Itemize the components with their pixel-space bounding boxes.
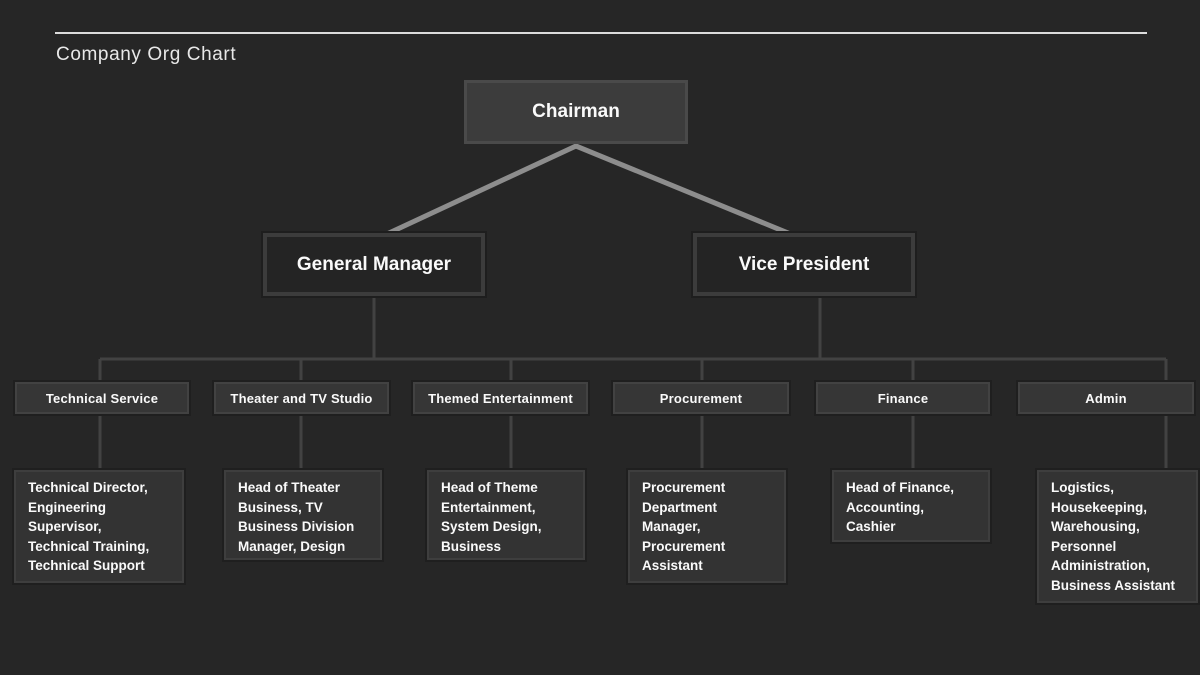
org-node-vice-president: Vice President <box>693 233 915 296</box>
org-node-technical-service: Technical Service <box>15 382 189 414</box>
connector-leaf-drops <box>98 414 1168 472</box>
org-node-label: General Manager <box>296 253 452 275</box>
connector-manager-drops <box>372 296 822 360</box>
org-roles-text: Head of Theme Entertainment, System Desi… <box>441 480 542 554</box>
org-node-label: Vice President <box>738 253 870 275</box>
org-roles-admin: Logistics, Housekeeping, Warehousing, Pe… <box>1037 470 1198 603</box>
org-node-theater-tv-studio: Theater and TV Studio <box>214 382 389 414</box>
org-node-label: Technical Service <box>45 390 159 406</box>
org-roles-finance: Head of Finance, Accounting, Cashier <box>832 470 990 542</box>
org-roles-text: Technical Director, Engineering Supervis… <box>28 480 150 573</box>
org-roles-theater-tv-studio: Head of Theater Business, TV Business Di… <box>224 470 382 560</box>
org-roles-text: Head of Finance, Accounting, Cashier <box>846 480 955 534</box>
org-node-label: Themed Entertainment <box>428 390 573 406</box>
connector-department-stubs <box>98 359 1168 383</box>
org-roles-text: Procurement Department Manager, Procurem… <box>642 480 726 573</box>
org-node-finance: Finance <box>816 382 990 414</box>
org-node-label: Chairman <box>532 101 620 122</box>
org-node-themed-entertainment: Themed Entertainment <box>413 382 588 414</box>
org-node-label: Admin <box>1085 390 1127 406</box>
org-roles-technical-service: Technical Director, Engineering Supervis… <box>14 470 184 583</box>
org-node-chairman: Chairman <box>464 80 688 144</box>
org-node-label: Procurement <box>659 390 743 406</box>
page-title: Company Org Chart <box>56 44 237 65</box>
org-node-admin: Admin <box>1018 382 1194 414</box>
org-node-general-manager: General Manager <box>263 233 485 296</box>
org-roles-text: Logistics, Housekeeping, Warehousing, Pe… <box>1051 480 1176 593</box>
org-node-label: Finance <box>877 390 929 406</box>
connector-chairman-split <box>372 143 806 243</box>
title-rule <box>55 32 1147 34</box>
org-roles-text: Head of Theater Business, TV Business Di… <box>238 480 355 554</box>
org-node-label: Theater and TV Studio <box>230 390 373 406</box>
org-node-procurement: Procurement <box>613 382 789 414</box>
org-roles-procurement: Procurement Department Manager, Procurem… <box>628 470 786 583</box>
org-roles-themed-entertainment: Head of Theme Entertainment, System Desi… <box>427 470 585 560</box>
